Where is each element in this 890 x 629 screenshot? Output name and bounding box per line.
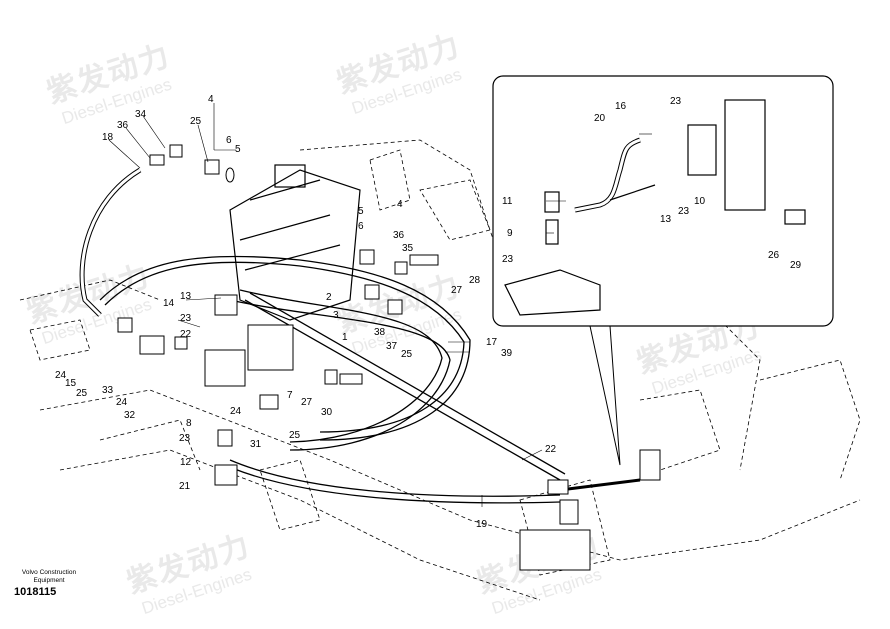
callout: 35: [402, 243, 414, 254]
callout: 12: [180, 457, 192, 468]
callout: 6: [226, 135, 232, 146]
callout: 6: [358, 221, 364, 232]
callout: 2: [326, 292, 332, 303]
callout: 27: [301, 397, 313, 408]
callout: 1: [342, 332, 348, 343]
inset-callout: 16: [615, 101, 627, 112]
callout: 3: [333, 310, 339, 321]
callout: 28: [469, 275, 481, 286]
inset-callout: 10: [694, 196, 706, 207]
callout: 34: [135, 109, 147, 120]
callout: 31: [250, 439, 262, 450]
callout: 25: [289, 430, 301, 441]
drawing-number: 1018115: [14, 586, 57, 598]
inset-callout: 26: [768, 250, 780, 261]
fittings: [117, 144, 661, 571]
control-valve-block: [229, 164, 361, 321]
callout: 4: [397, 199, 403, 210]
callout: 5: [358, 206, 364, 217]
callout: 30: [321, 407, 333, 418]
callout: 19: [476, 519, 488, 530]
callout: 17: [486, 337, 498, 348]
detail-inset: [492, 75, 834, 466]
callout: 15: [65, 378, 77, 389]
callout: 21: [179, 481, 191, 492]
inset-callout: 20: [594, 113, 606, 124]
hoses: [79, 167, 641, 504]
inset-callout: 23: [502, 254, 514, 265]
callout: 24: [116, 397, 128, 408]
callout: 23: [180, 313, 192, 324]
callout: 24: [55, 370, 67, 381]
callout: 24: [230, 406, 242, 417]
callout: 23: [179, 433, 191, 444]
callout: 25: [190, 116, 202, 127]
callout: 36: [117, 120, 129, 131]
publisher-caption: Volvo Construction Equipment: [14, 569, 84, 585]
callout: 22: [180, 329, 192, 340]
callout: 4: [208, 94, 214, 105]
inset-callout: 23: [670, 96, 682, 107]
callout: 25: [401, 349, 413, 360]
inset-callout: 29: [790, 260, 802, 271]
callout: 18: [102, 132, 114, 143]
callout: 7: [287, 390, 293, 401]
callout: 37: [386, 341, 398, 352]
caption-line: Volvo Construction: [21, 569, 77, 576]
leader-lines: [108, 103, 652, 507]
callout: 38: [374, 327, 386, 338]
callout: 39: [501, 348, 513, 359]
callout: 13: [180, 291, 192, 302]
callout: 27: [451, 285, 463, 296]
callout: 33: [102, 385, 114, 396]
callout-labels: 4 25 6 5 34 36 18 5 4 6 36 35 28 27 2 3 …: [55, 94, 802, 530]
callout: 32: [124, 410, 136, 421]
inset-callout: 23: [678, 206, 690, 217]
inset-callout: 13: [660, 214, 672, 225]
callout: 25: [76, 388, 88, 399]
inset-callout: 9: [507, 228, 513, 239]
callout: 22: [545, 444, 557, 455]
callout: 36: [393, 230, 405, 241]
callout: 5: [235, 144, 241, 155]
callout: 8: [186, 418, 192, 429]
callout: 14: [163, 298, 175, 309]
caption-line: Equipment: [33, 577, 65, 584]
inset-callout: 11: [502, 196, 513, 207]
